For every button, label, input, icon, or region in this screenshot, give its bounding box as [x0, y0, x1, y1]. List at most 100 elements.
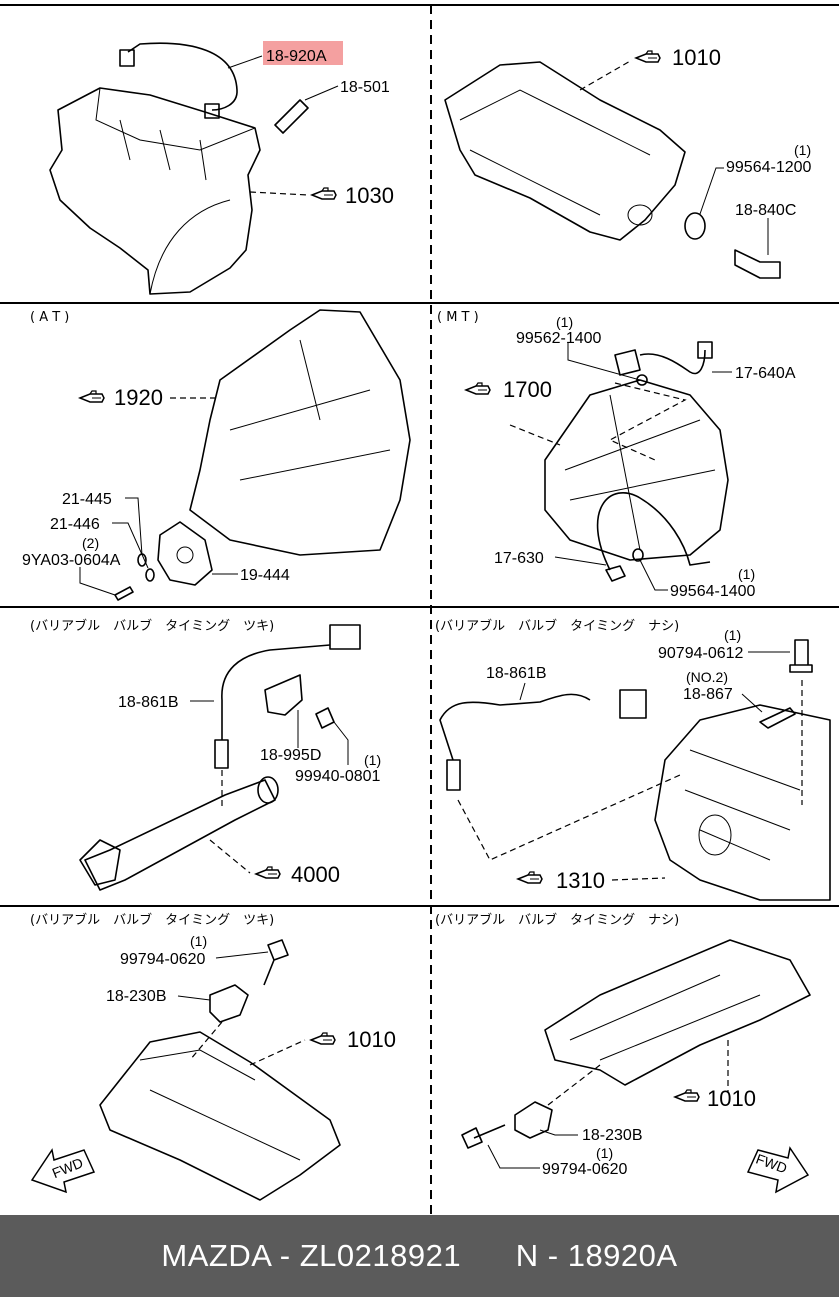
label-18-230B-left[interactable]: 18-230B — [106, 988, 167, 1005]
ref-1920[interactable]: 1920 — [114, 385, 163, 410]
part-number-footer: MAZDA - ZL0218921 N - 18920A — [0, 1215, 839, 1297]
label-99940-0801[interactable]: 99940-0801 — [295, 768, 381, 785]
label-18-867[interactable]: 18-867 — [683, 686, 733, 703]
hand-pointer-icon — [517, 871, 543, 884]
gasket-99562-1400 — [636, 374, 648, 386]
bolt-9YA03 — [114, 586, 134, 601]
grid-frame — [0, 4, 839, 1215]
inhibitor-switch-19-444 — [157, 521, 213, 586]
washer-21-446 — [145, 568, 155, 582]
label-99564-1200[interactable]: 99564-1200 — [726, 159, 812, 176]
oxygen-sensor-connector — [119, 49, 135, 67]
label-99794-0620-right[interactable]: 99794-0620 — [542, 1161, 628, 1178]
engine-block-outline — [49, 87, 261, 295]
exhaust-pipe-end — [257, 776, 279, 804]
label-17-640A[interactable]: 17-640A — [735, 365, 796, 382]
panel-head-cover-no-vvt — [461, 939, 811, 1169]
qty-1a: (1) — [794, 142, 811, 158]
cylinder-head-outline — [444, 61, 686, 241]
ref-1010-b[interactable]: 1010 — [347, 1027, 396, 1052]
label-18-501[interactable]: 18-501 — [340, 79, 390, 96]
label-21-445[interactable]: 21-445 — [62, 491, 112, 508]
label-99794-0620-left[interactable]: 99794-0620 — [120, 951, 206, 968]
ref-1010-c[interactable]: 1010 — [707, 1086, 756, 1111]
cylinder-head-detail — [459, 89, 651, 216]
leader-18-230B-r — [539, 1129, 578, 1136]
bolt-99794-0620-r — [461, 1124, 506, 1149]
head-cover-r-detail — [569, 974, 761, 1061]
head-cover-r-outline — [544, 939, 811, 1086]
panel-at-transmission — [79, 309, 411, 601]
label-17-630[interactable]: 17-630 — [494, 550, 544, 567]
engine-block-curve — [149, 199, 231, 295]
hand-pointer-icon — [255, 866, 281, 879]
mt-case-detail — [564, 394, 716, 551]
section-at: ( A T ) — [30, 310, 69, 325]
transmission-case-detail — [229, 339, 391, 481]
fwd-arrow-left-shape — [30, 1148, 96, 1194]
oxygen-sensor-body — [204, 103, 220, 119]
leader-18-867 — [741, 693, 763, 713]
leader-1010-4l — [249, 1039, 306, 1066]
qty-2a: (2) — [82, 535, 99, 551]
leader-sensor-dashed-r — [457, 774, 681, 861]
sensor-cable-17-640A — [639, 349, 706, 375]
parts-diagram: 18-920A 18-501 1030 1010 (1) 99564-1200 … — [0, 4, 839, 1215]
manifold-outline — [654, 704, 831, 901]
label-18-920A[interactable]: 18-920A — [266, 48, 327, 65]
leader-1310 — [611, 877, 666, 881]
hand-pointer-icon — [310, 1032, 336, 1045]
mt-case-outline — [544, 379, 729, 561]
oxygen-sensor-18-861B-r — [446, 759, 461, 791]
cam-sensor-18-230B-l — [209, 984, 249, 1023]
label-19-444[interactable]: 19-444 — [240, 567, 290, 584]
leader-99794-r — [487, 1144, 540, 1169]
sensor-connector-17-640A — [697, 341, 713, 359]
qty-1e: (1) — [724, 627, 741, 643]
ref-4000[interactable]: 4000 — [291, 862, 340, 887]
leader-9YA03 — [79, 567, 116, 596]
parts-diagram-svg: 18-920A 18-501 1030 1010 (1) 99564-1200 … — [0, 4, 839, 1215]
label-18-861B-left[interactable]: 18-861B — [118, 694, 179, 711]
ref-1030[interactable]: 1030 — [345, 183, 394, 208]
hand-pointer-icon — [674, 1089, 700, 1102]
leader-1030 — [249, 191, 309, 196]
panel-head-cover-vvt — [99, 939, 341, 1201]
ref-1700[interactable]: 1700 — [503, 377, 552, 402]
hand-pointer-icon — [635, 50, 661, 63]
leader-99564-1400 — [639, 559, 668, 591]
engine-block-top-edge — [95, 87, 256, 151]
label-21-446[interactable]: 21-446 — [50, 516, 100, 533]
bracket-18-867 — [759, 707, 796, 729]
panel-exhaust-vvt — [79, 624, 361, 891]
label-18-840C[interactable]: 18-840C — [735, 202, 796, 219]
leader-99562-1400 — [567, 343, 641, 381]
label-18-230B-right[interactable]: 18-230B — [582, 1127, 643, 1144]
oxygen-sensor-cable-l — [221, 644, 331, 740]
label-90794-0612[interactable]: 90794-0612 — [658, 645, 744, 662]
leader-17-630 — [554, 556, 607, 566]
ref-1310[interactable]: 1310 — [556, 868, 605, 893]
inhibitor-switch-hub — [176, 546, 194, 564]
label-99564-1400[interactable]: 99564-1400 — [670, 583, 756, 600]
leader-1700 — [509, 424, 561, 446]
qty-1b: (1) — [556, 314, 573, 330]
leader-dashed-mt — [608, 382, 687, 461]
hand-pointer-icon — [311, 187, 337, 200]
oxygen-sensor-18-861B — [214, 739, 229, 769]
gasket-ring — [684, 212, 706, 240]
oxygen-sensor-connector-l — [329, 624, 361, 650]
label-9YA03-0604A[interactable]: 9YA03-0604A — [22, 552, 121, 569]
label-18-861B-right[interactable]: 18-861B — [486, 665, 547, 682]
oxygen-sensor-cable-r — [439, 693, 591, 761]
label-99562-1400[interactable]: 99562-1400 — [516, 330, 602, 347]
section-vvt-a: (バリアブル バルブ タイミング ツキ) — [30, 618, 274, 634]
bracket-18-995D — [264, 674, 303, 716]
leader-21-445 — [125, 497, 143, 556]
exhaust-flange — [79, 839, 121, 886]
manifold-runners — [684, 749, 801, 861]
sensor-plug-17-630 — [605, 565, 626, 582]
section-mt: ( M T ) — [437, 310, 479, 325]
ref-1010-a[interactable]: 1010 — [672, 45, 721, 70]
label-18-995D[interactable]: 18-995D — [260, 747, 321, 764]
